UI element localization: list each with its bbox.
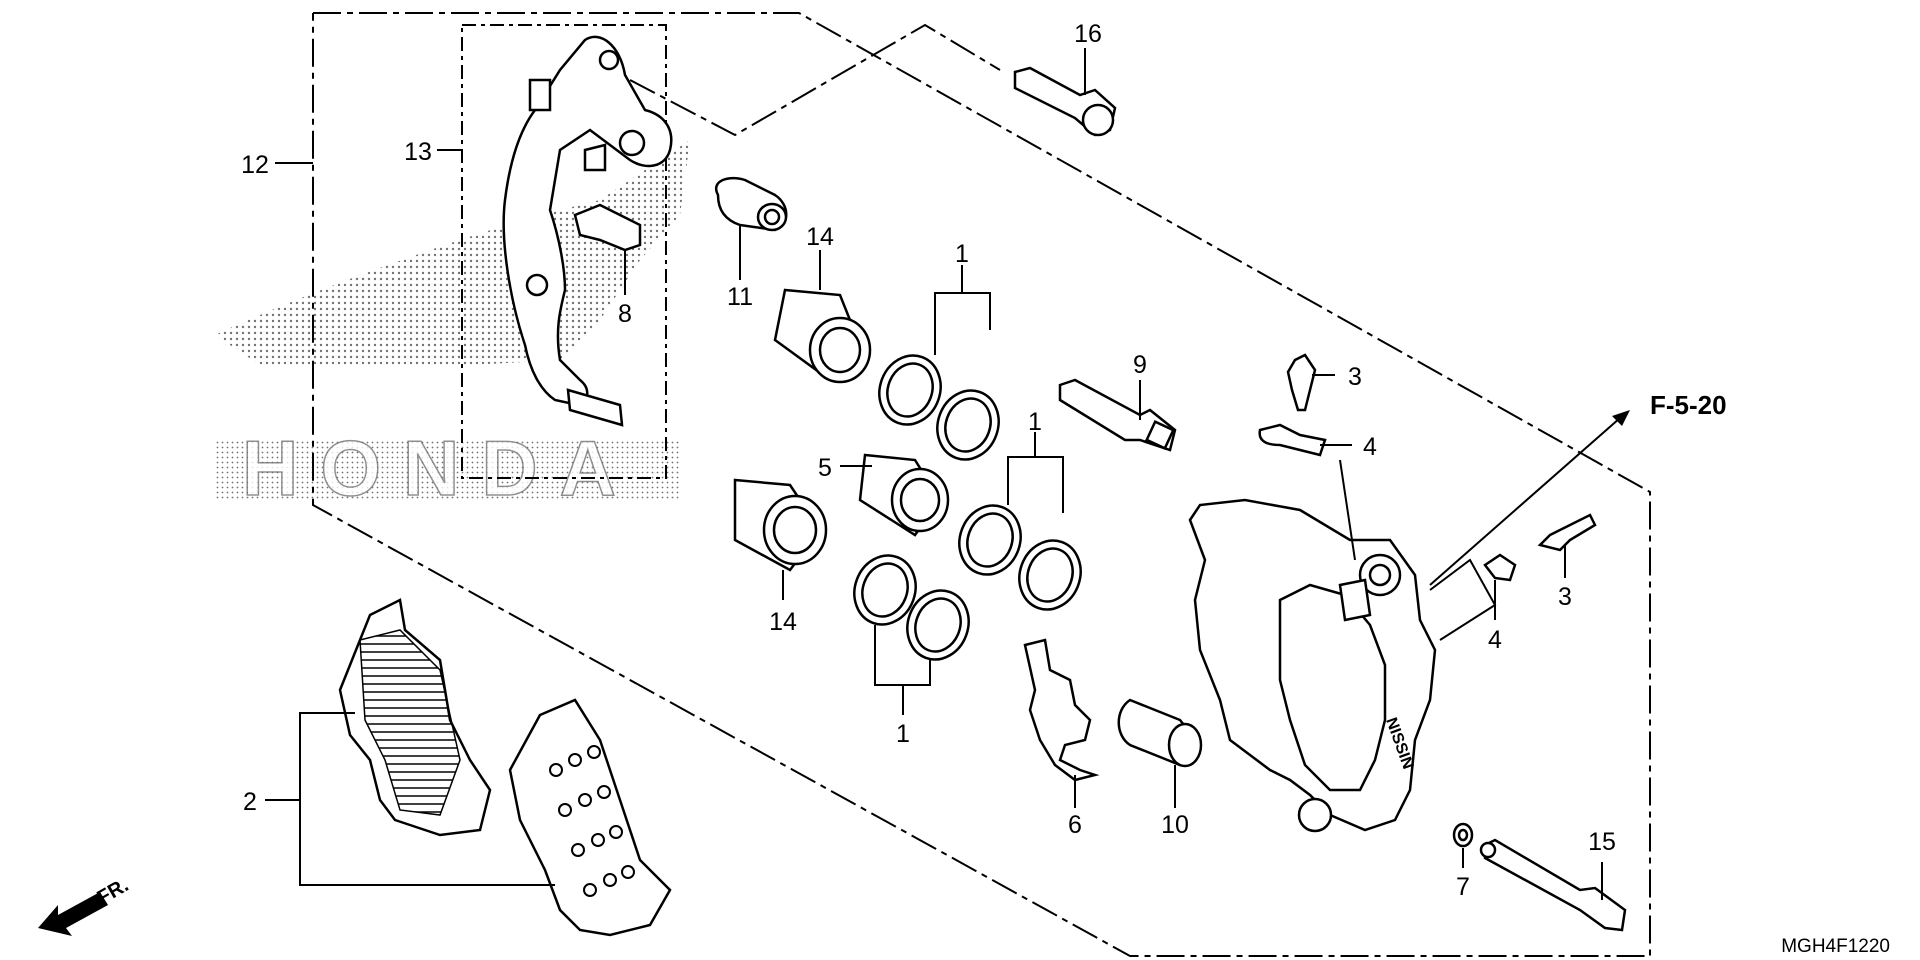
- dust-boot: [715, 176, 788, 232]
- piston-14-bottom: [733, 478, 828, 572]
- label-13: 13: [404, 138, 432, 166]
- watermark-text: HONDA: [242, 424, 638, 512]
- label-2: 2: [243, 788, 257, 816]
- brake-pad-right: [508, 698, 672, 937]
- label-15: 15: [1588, 828, 1616, 856]
- label-1-lower: 1: [896, 720, 910, 748]
- reference-label: F-5-20: [1650, 390, 1727, 420]
- label-1-middle: 1: [1028, 408, 1042, 436]
- label-5: 5: [818, 454, 832, 482]
- leader-caliper-4: [1339, 459, 1356, 561]
- caliper-bolt: [1479, 838, 1627, 932]
- label-11: 11: [727, 283, 753, 311]
- label-6: 6: [1068, 811, 1082, 839]
- pad-spring: [1023, 638, 1100, 782]
- label-4-top: 4: [1363, 433, 1377, 461]
- label-12: 12: [241, 151, 269, 179]
- label-10: 10: [1161, 811, 1189, 839]
- bleeder-cap-right: [1483, 553, 1517, 582]
- bracket-bolt: [1013, 66, 1117, 137]
- leader-caliper-right: [1429, 558, 1497, 641]
- label-9: 9: [1133, 351, 1147, 379]
- bleeder-valve-right: [1537, 513, 1597, 552]
- brake-pad-left: [338, 598, 492, 837]
- honda-watermark: HONDA: [215, 140, 690, 513]
- assembly-outline-16-branch: [629, 23, 1001, 137]
- label-1-upper: 1: [955, 240, 969, 268]
- pad-pin: [1058, 378, 1177, 452]
- caliper-body: NISSIN: [1188, 498, 1437, 833]
- bracket-outline-13: [461, 24, 667, 479]
- diagram-code: MGH4F1220: [1781, 936, 1890, 957]
- assembly-outline-12: [312, 12, 1651, 957]
- label-7: 7: [1456, 873, 1470, 901]
- leader-1b: [1007, 456, 1064, 513]
- front-direction-arrow: FR.: [38, 874, 132, 936]
- seal-pair-middle: [958, 504, 1082, 611]
- label-14-top: 14: [806, 223, 834, 251]
- seal-pair-upper: [878, 354, 1000, 461]
- label-8: 8: [618, 300, 632, 328]
- caliper-bracket: [502, 35, 673, 427]
- reference-arrow: [1429, 410, 1630, 586]
- label-3-right: 3: [1558, 583, 1572, 611]
- label-16: 16: [1074, 20, 1102, 48]
- pad-spring-clip: [573, 143, 642, 252]
- leader-1a: [934, 292, 991, 355]
- caliper-plug: [1117, 698, 1203, 768]
- label-3-top: 3: [1348, 363, 1362, 391]
- bleeder-cap-top: [1258, 423, 1327, 457]
- bleeder-valve-top: [1286, 353, 1317, 412]
- piston-14-top: [773, 288, 872, 384]
- label-14-bottom: 14: [769, 608, 797, 636]
- washer: [1452, 822, 1474, 848]
- seal-pair-lower: [853, 554, 970, 661]
- label-4-right: 4: [1488, 626, 1502, 654]
- piston-5: [858, 453, 950, 537]
